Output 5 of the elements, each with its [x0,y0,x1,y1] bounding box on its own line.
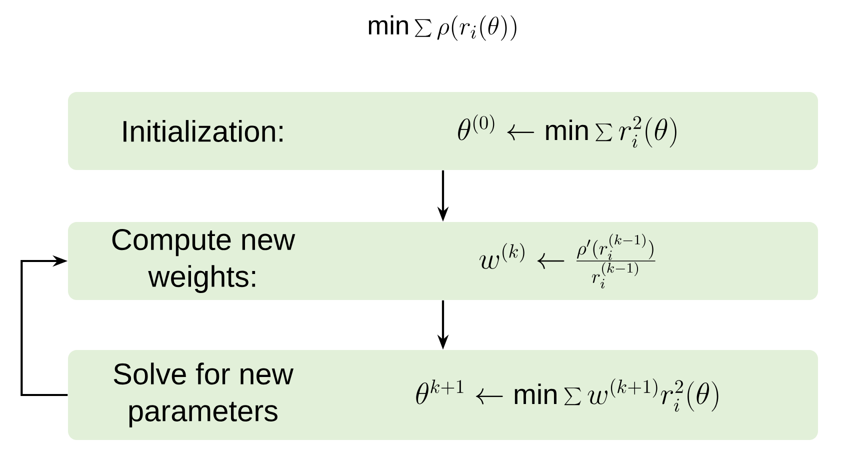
title-formula: $\min\sum\rho(r_i(\theta))$ [368,15,516,41]
process-box: Solve for new parameters $\theta^{k+1}\leftarrow\min\sum w^{(k+1)}r_i^2(\theta)$ [68,350,818,440]
process-box: Initialization: $\theta^{(0)}\leftarrow\min\sum r_i^2(\theta)$ [68,92,818,170]
loop-arrow [20,255,68,396]
process-box: Compute new weights: $w^{(k)}\leftarrow\frac{\rho'(r_i^{(k-1)})}{r_i^{(k-1)}}$ [68,222,818,300]
